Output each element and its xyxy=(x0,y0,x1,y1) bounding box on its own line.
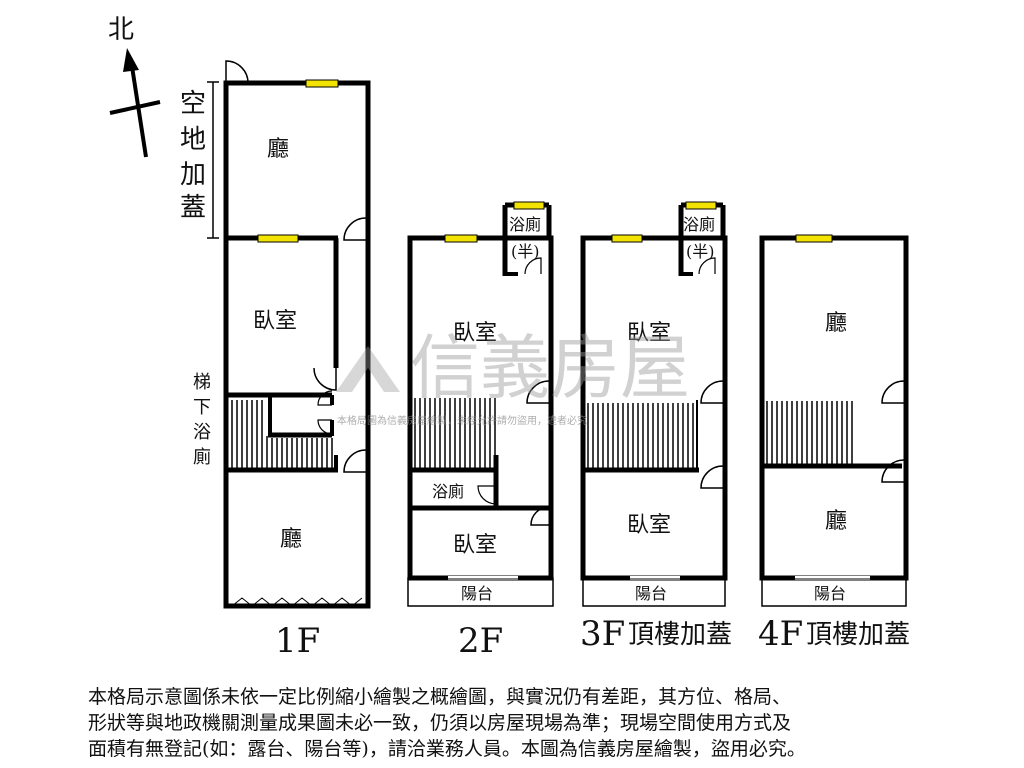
floor-label: 4F xyxy=(758,614,803,654)
door-icon xyxy=(526,380,550,404)
door-icon xyxy=(317,390,333,406)
under-stair-char: 廁 xyxy=(193,446,211,468)
window-icon xyxy=(305,79,339,88)
floor-2f-plan: 浴廁 (半) 臥室 浴廁 臥室 陽台 2F xyxy=(407,201,554,661)
door-icon xyxy=(313,367,337,391)
room-label: (半) xyxy=(686,242,715,261)
watermark-brand: 信義房屋 xyxy=(410,327,690,409)
disclaimer-line: 面積有無登記(如：露台、陽台等)，請洽業務人員。本圖為信義房屋繪製，盜用必究。 xyxy=(88,738,806,760)
floor-plan-diagram: 北 空 地 加 蓋 梯 下 浴 廁 xyxy=(108,15,910,661)
window-icon xyxy=(795,234,833,243)
door-icon xyxy=(225,60,249,84)
floor-label: 2F xyxy=(458,621,503,661)
floor-1f-plan: 廳 臥室 廳 1F xyxy=(223,60,371,661)
disclaimer-line: 本格局示意圖係未依一定比例縮小繪製之概繪圖，與實況仍有差距，其方位、格局、 xyxy=(88,686,792,708)
door-icon xyxy=(881,380,905,404)
north-label: 北 xyxy=(108,15,134,45)
floor-sublabel: 頂樓加蓋 xyxy=(806,620,910,650)
room-label: 浴廁 xyxy=(509,215,541,234)
door-icon xyxy=(524,257,542,275)
disclaimer-line: 形狀等與地政機關測量成果圖未必一致，仍須以房屋現場為準；現場空間使用方式及 xyxy=(88,712,792,734)
room-label: 臥室 xyxy=(253,309,297,334)
floor-label: 3F xyxy=(580,614,625,654)
staircase-icon xyxy=(414,398,496,468)
staircase-icon xyxy=(766,401,853,464)
door-icon xyxy=(343,449,367,473)
door-icon xyxy=(698,257,716,275)
window-icon xyxy=(444,234,478,243)
addition-char: 加 xyxy=(180,160,206,190)
addition-char: 蓋 xyxy=(180,193,206,223)
brand-logo-icon xyxy=(336,346,400,392)
door-icon xyxy=(881,459,905,483)
room-label: 臥室 xyxy=(453,533,497,558)
folding-door-icon xyxy=(231,597,363,607)
room-label: 陽台 xyxy=(461,584,493,603)
north-compass: 北 xyxy=(108,15,161,158)
room-label: 廳 xyxy=(267,137,289,162)
window-icon xyxy=(513,201,545,210)
room-label: 廳 xyxy=(825,509,847,534)
disclaimer: 本格局示意圖係未依一定比例縮小繪製之概繪圖，與實況仍有差距，其方位、格局、 形狀… xyxy=(88,684,988,762)
room-label: 臥室 xyxy=(627,513,671,538)
room-label: 浴廁 xyxy=(432,482,464,501)
window-icon xyxy=(611,234,643,243)
staircase-icon xyxy=(587,403,694,468)
room-label: 廳 xyxy=(280,527,302,552)
door-icon xyxy=(700,465,724,489)
room-label: 陽台 xyxy=(814,584,846,603)
door-icon xyxy=(477,485,497,505)
room-label: 廳 xyxy=(825,311,847,336)
room-label: 臥室 xyxy=(627,321,671,346)
floor-label: 1F xyxy=(275,621,320,661)
door-icon xyxy=(700,380,724,404)
floor-4f-plan: 廳 廳 陽台 4F 頂樓加蓋 xyxy=(758,234,910,654)
floor-sublabel: 頂樓加蓋 xyxy=(628,620,732,650)
under-stair-char: 下 xyxy=(193,397,211,418)
room-label: 浴廁 xyxy=(683,215,715,234)
room-label: 臥室 xyxy=(453,321,497,346)
room-label: 陽台 xyxy=(635,584,667,603)
staircase-icon xyxy=(231,400,333,468)
addition-char: 地 xyxy=(180,125,206,155)
addition-char: 空 xyxy=(180,89,206,119)
watermark-note: 本格局圖為信義房屋繪製，未經允許請勿盜用，違者必究 xyxy=(337,414,587,427)
room-label: (半) xyxy=(511,242,540,261)
window-icon xyxy=(257,234,299,243)
under-stair-char: 浴 xyxy=(193,422,211,443)
door-icon xyxy=(343,217,367,241)
north-arrow-icon xyxy=(123,48,139,72)
under-stair-char: 梯 xyxy=(193,372,211,393)
watermark: 信義房屋 本格局圖為信義房屋繪製，未經允許請勿盜用，違者必究 xyxy=(336,327,690,427)
addition-annotation: 空 地 加 蓋 xyxy=(180,81,219,239)
floor-3f-plan: 浴廁 (半) 臥室 臥室 陽台 3F 頂樓加蓋 xyxy=(580,201,732,654)
door-icon xyxy=(530,506,550,526)
window-icon xyxy=(685,201,717,210)
door-icon xyxy=(317,419,333,435)
under-stair-bath-annotation: 梯 下 浴 廁 xyxy=(193,372,211,468)
